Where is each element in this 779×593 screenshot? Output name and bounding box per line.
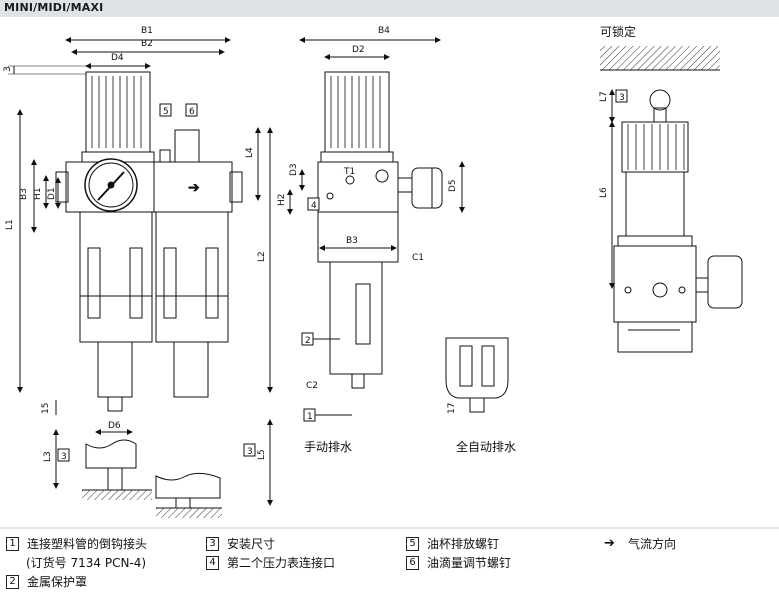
legend-text-6: 油滴量调节螺钉 xyxy=(427,556,512,570)
svg-text:5: 5 xyxy=(163,107,169,117)
dim-t1: T1 xyxy=(343,167,355,177)
label-manual-drain: 手动排水 xyxy=(304,440,352,454)
svg-text:4: 4 xyxy=(311,201,317,211)
svg-text:3: 3 xyxy=(247,447,253,457)
legend-text-3: 安装尺寸 xyxy=(227,537,276,551)
legend-text-5: 油杯排放螺钉 xyxy=(427,537,500,551)
callout-3-right: 3 xyxy=(243,443,256,457)
callout-3-lockable: 3 xyxy=(615,89,628,103)
dim-l6: L6 xyxy=(599,187,609,198)
dim-d5: D5 xyxy=(448,179,458,192)
dim-d4: D4 xyxy=(111,53,124,63)
dim-c1: C1 xyxy=(412,253,424,263)
legend-item-2: 2 金属保护罩 xyxy=(6,573,87,590)
dim-l2: L2 xyxy=(257,251,267,262)
dim-15: 15 xyxy=(41,403,51,414)
dim-d1: D1 xyxy=(47,187,57,200)
callout-3-left: 3 xyxy=(57,448,70,462)
label-auto-drain: 全自动排水 xyxy=(456,439,516,454)
side-view xyxy=(287,37,509,413)
dim-b3-side: B3 xyxy=(19,188,29,200)
legend-flow-text: 气流方向 xyxy=(628,537,677,551)
header-title: MINI/MIDI/MAXI xyxy=(4,1,104,14)
technical-drawing: ➔ xyxy=(0,24,779,529)
lockable-view xyxy=(600,46,743,353)
legend-num-5: 5 xyxy=(406,536,419,551)
front-view: ➔ xyxy=(8,37,273,518)
legend-item-4: 4 第二个压力表连接口 xyxy=(206,554,335,571)
legend-item-3: 3 安装尺寸 xyxy=(206,535,275,552)
legend-sub-1: (订货号 7134 PCN-4) xyxy=(26,556,147,570)
dim-17: 17 xyxy=(447,403,457,414)
header-bar: MINI/MIDI/MAXI xyxy=(0,0,779,17)
label-lockable: 可锁定 xyxy=(600,24,636,39)
dim-l5: L5 xyxy=(257,449,267,460)
svg-text:➔: ➔ xyxy=(188,181,200,196)
dim-b4: B4 xyxy=(378,26,390,36)
callout-5: 5 xyxy=(159,103,172,117)
svg-text:1: 1 xyxy=(307,412,313,422)
legend-flow-direction: ➔ 气流方向 xyxy=(604,535,676,552)
dim-l7: L7 xyxy=(599,91,609,102)
legend-item-5: 5 油杯排放螺钉 xyxy=(406,535,499,552)
svg-text:3: 3 xyxy=(61,452,67,462)
callout-2: 2 xyxy=(301,332,340,346)
svg-text:6: 6 xyxy=(189,107,195,117)
dim-3: 3 xyxy=(3,66,13,72)
dim-l4: L4 xyxy=(245,147,255,158)
dim-d3: D3 xyxy=(289,163,299,176)
dim-d2: D2 xyxy=(352,45,365,55)
dim-h2: H2 xyxy=(277,194,287,207)
flow-arrow-icon: ➔ xyxy=(604,536,615,551)
dim-b3-side-view: B3 xyxy=(346,236,358,246)
legend-text-4: 第二个压力表连接口 xyxy=(227,556,336,570)
legend-num-4: 4 xyxy=(206,555,219,570)
callout-6: 6 xyxy=(185,103,198,117)
legend-text-1: 连接塑料管的倒钩接头 xyxy=(27,537,148,551)
legend-item-1: 1 连接塑料管的倒钩接头 xyxy=(6,535,147,552)
legend-text-2: 金属保护罩 xyxy=(27,575,88,589)
svg-text:2: 2 xyxy=(305,336,311,346)
dim-d6: D6 xyxy=(108,421,121,431)
callout-4: 4 xyxy=(307,197,320,211)
dim-l1: L1 xyxy=(5,219,15,230)
legend-num-6: 6 xyxy=(406,555,419,570)
dim-l3: L3 xyxy=(43,451,53,462)
legend-item-6: 6 油滴量调节螺钉 xyxy=(406,554,511,571)
dim-h1: H1 xyxy=(33,188,43,201)
dim-c2: C2 xyxy=(306,381,318,391)
dim-b1: B1 xyxy=(141,26,153,36)
callout-1: 1 xyxy=(303,408,352,422)
legend-num-2: 2 xyxy=(6,574,19,589)
svg-text:3: 3 xyxy=(619,93,625,103)
legend-num-1: 1 xyxy=(6,536,19,551)
dim-b2: B2 xyxy=(141,39,153,49)
legend-num-3: 3 xyxy=(206,536,219,551)
